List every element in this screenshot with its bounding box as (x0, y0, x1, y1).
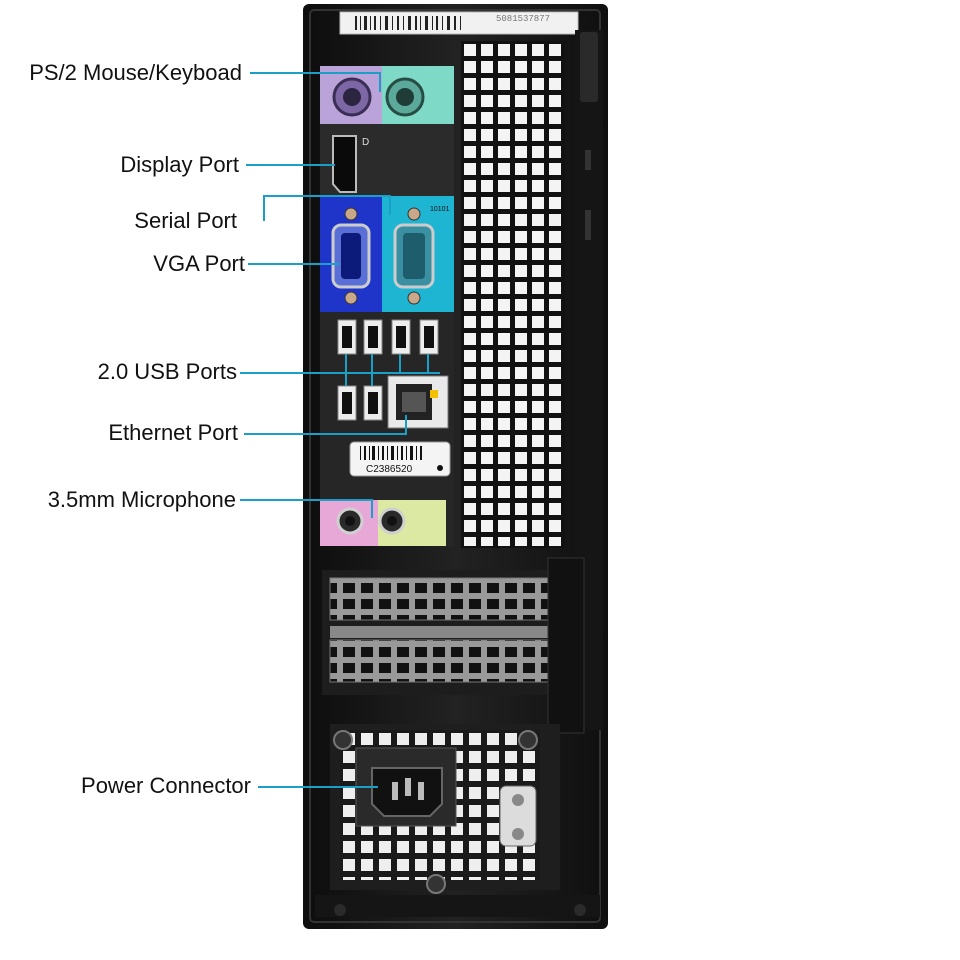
ethernet-port (387, 375, 449, 429)
label-display-port: Display Port (120, 152, 239, 177)
svg-text:C2386520: C2386520 (366, 464, 413, 475)
usb-ports (337, 319, 439, 421)
ps2-ports (320, 66, 454, 124)
vga-port (320, 196, 382, 312)
label-vga-port: VGA Port (153, 251, 245, 276)
svg-text:10101: 10101 (430, 206, 450, 213)
label-usb-ports: 2.0 USB Ports (97, 359, 237, 384)
leader-lines (240, 72, 440, 788)
serial-port: 10101 (382, 196, 454, 312)
label-microphone: 3.5mm Microphone (47, 487, 236, 512)
audio-ports (320, 500, 446, 546)
label-serial-port: Serial Port (134, 208, 237, 233)
label-power-connector: Power Connector (81, 773, 251, 798)
power-supply (330, 724, 560, 894)
label-ps2: PS/2 Mouse/Keyboad (29, 60, 242, 85)
svg-text:D: D (362, 137, 369, 148)
label-ethernet-port: Ethernet Port (108, 420, 238, 445)
display-port: D (320, 124, 454, 196)
service-tag-sticker: C2386520 (349, 441, 451, 477)
top-label-code: 5081537877 (496, 14, 551, 24)
top-vent-grill (462, 42, 564, 547)
expansion-slot-covers (322, 557, 585, 734)
